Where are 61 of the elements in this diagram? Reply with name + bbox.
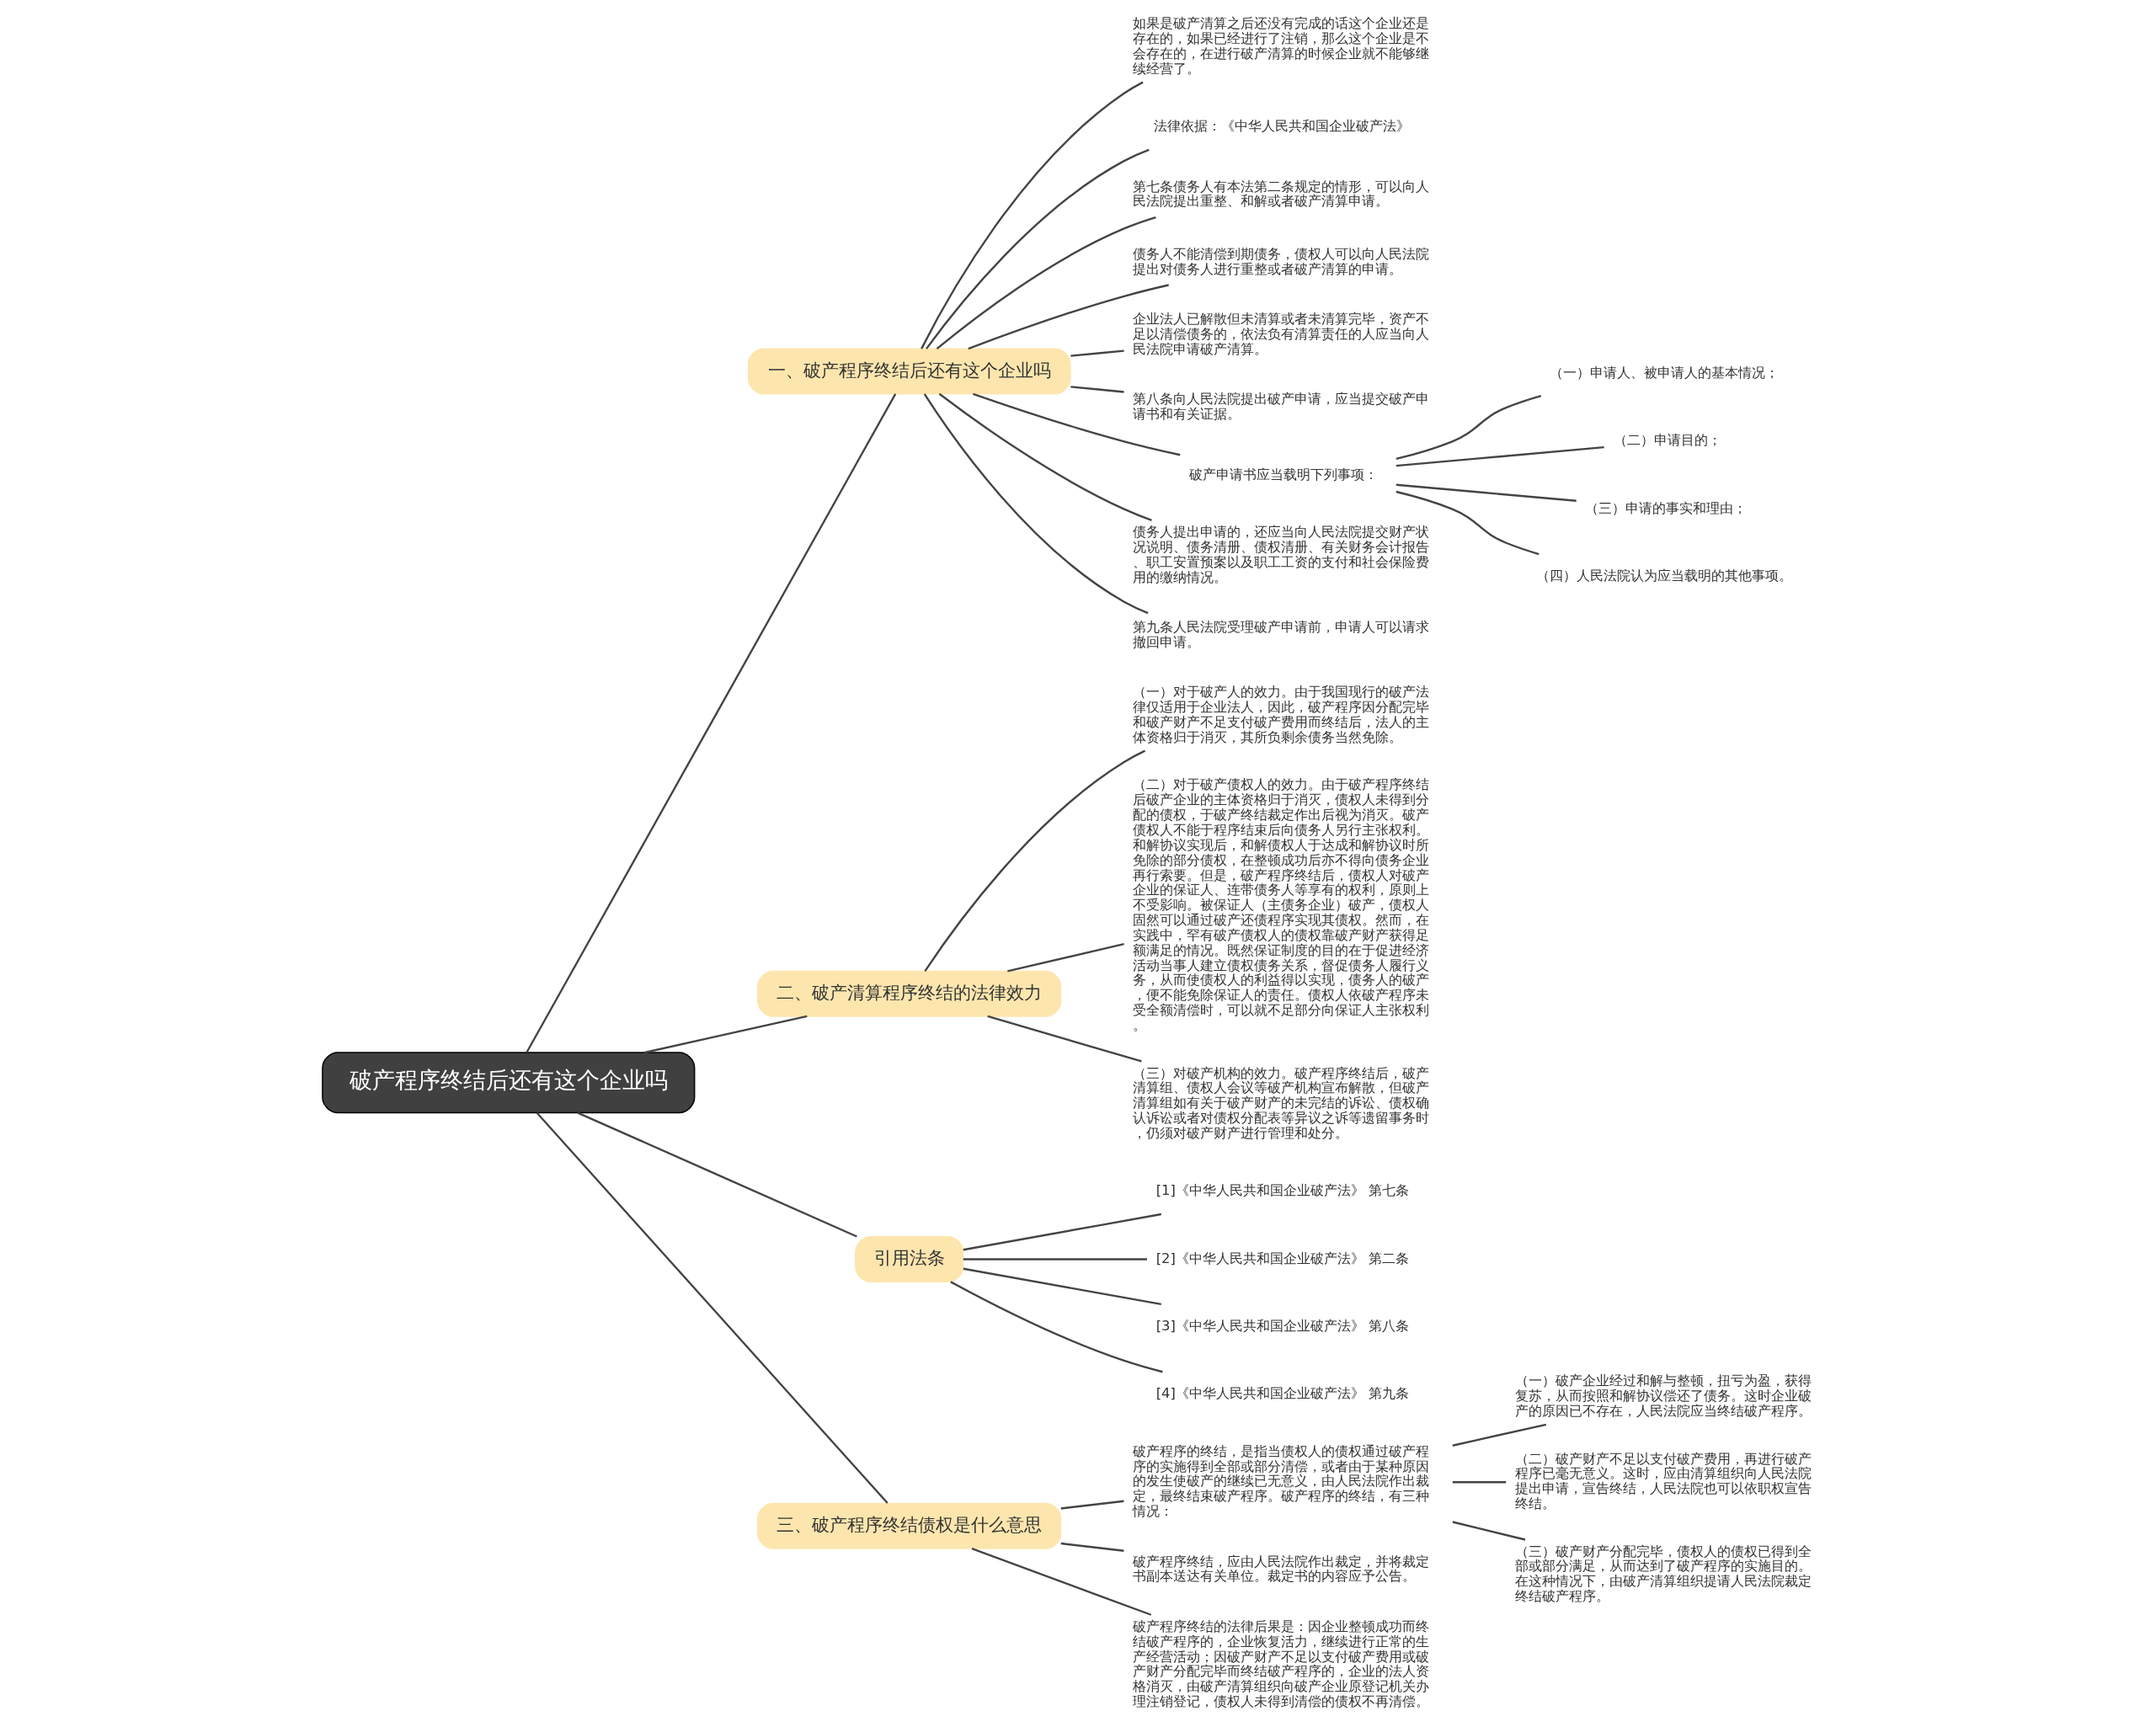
- node-text: 如果是破产清算之后还没有完成的话这个企业还是存在的，如果已经进行了注销，那么这个企业是不会存在的，在进行破产清算的时候企业就不能够继续经营了。: [1132, 15, 1429, 77]
- connector: [963, 1258, 1147, 1261]
- node-text: 破产申请书应当载明下列事项：: [1188, 466, 1378, 482]
- connector: [1452, 1481, 1506, 1484]
- connector: [925, 148, 1150, 349]
- node-text: 企业法人已解散但未清算或者未清算完毕，资产不足以清偿债务的，依法负有清算责任的人应当向人民法院申请破产清算。: [1132, 311, 1429, 357]
- node-text: 第八条向人民法院提出破产申请，应当提交破产申请书和有关证据。: [1132, 391, 1429, 423]
- connector: [972, 392, 1181, 456]
- node-text: （三）破产财产分配完毕，债权人的债权已得到全部或部分满足，从而达到了破产程序的实施目的。在这种情况下，由破产清算组织提请人民法院裁定终结破产程序。: [1514, 1543, 1812, 1605]
- node-text: （一）申请人、被申请人的基本情况；: [1549, 365, 1779, 381]
- node-text: （一）破产企业经过和解与整顿，扭亏为盈，获得复苏，从而按照和解协议偿还了债务。这时企业破产的原因已不存在，人民法院应当终结破产程序。: [1514, 1373, 1812, 1420]
- node-text: [1]《中华人民共和国企业破产法》 第七条: [1155, 1182, 1409, 1199]
- node-text: （二）破产财产不足以支付破产费用，再进行破产程序已毫无意义。这时，应由清算组织向人民法院提出申请，宣告终结，人民法院也可以依职权宣告终结。: [1514, 1450, 1812, 1512]
- node-text: 破产程序终结，应由人民法院作出裁定，并将裁定书副本送达有关单位。裁定书的内容应予公告。: [1132, 1553, 1429, 1585]
- node-text: 第七条债务人有本法第二条规定的情形，可以向人民法院提出重整、和解或者破产清算申请。: [1132, 178, 1429, 210]
- connector: [963, 1267, 1161, 1306]
- connector: [920, 81, 1144, 349]
- node-text: [4]《中华人民共和国企业破产法》 第九条: [1155, 1385, 1409, 1402]
- node-text: 第九条人民法院受理破产申请前，申请人可以请求撤回申请。: [1132, 619, 1429, 650]
- connector: [1006, 943, 1124, 973]
- node-text: 破产程序的终结，是指当债权人的债权通过破产程序的实施得到全部或部分清偿，或者由于某种原因的发生使破产的继续已无意义，由人民法院作出裁定，最终结束破产程序。破产程序的终结，有三种情况：: [1132, 1442, 1429, 1520]
- connector: [1396, 483, 1577, 502]
- node-text: 债务人不能清偿到期债务，债权人可以向人民法院提出对债务人进行重整或者破产清算的申请。: [1132, 245, 1429, 277]
- connector: [643, 1015, 808, 1054]
- node-text: （三）对破产机构的效力。破产程序终结后，破产清算组、债权人会议等破产机构宣布解散，但破产清算组如有关于破产财产的未完结的诉讼、债权确认诉讼或者对债权分配表等异议之诉等遗留事务时，仍须对破产财产进行管理和处分。: [1132, 1064, 1429, 1141]
- node-box: 一、破产程序终结后还有这个企业吗: [747, 348, 1071, 395]
- connector: [577, 1111, 857, 1238]
- node-text: [3]《中华人民共和国企业破产法》 第八条: [1155, 1317, 1409, 1334]
- connector: [1070, 349, 1124, 357]
- node-text: 债务人提出申请的，还应当向人民法院提交财产状况说明、债务清册、债权清册、有关财务会计报告、职工安置预案以及职工工资的支付和社会保险费用的缴纳情况。: [1132, 524, 1429, 585]
- connector: [1070, 386, 1124, 393]
- node-text: （一）对于破产人的效力。由于我国现行的破产法律仅适用于企业法人，因此，破产程序因分配完毕和破产财产不足支付破产费用而终结后，法人的主体资格归于消灭，其所负剩余债务当然免除。: [1132, 684, 1429, 745]
- connector: [1452, 1423, 1546, 1447]
- connector: [1396, 395, 1541, 461]
- connector: [949, 1281, 1163, 1373]
- connector: [963, 1213, 1161, 1251]
- node-text: 破产程序终结的法律后果是：因企业整顿成功而终结破产程序的，企业恢复活力，继续进行正常的生产经营活动；因破产财产不足以支付破产费用或破产财产分配完毕而终结破产程序的，企业的法人资格消灭，由破产清算组织向破产企业原登记机关办理注销登记，债权人未得到清偿的债权不再清偿。: [1132, 1618, 1429, 1710]
- node-text: （三）申请的事实和理由；: [1584, 499, 1747, 516]
- node-box: 二、破产清算程序终结的法律效力: [756, 970, 1061, 1017]
- node-text: （二）申请目的；: [1613, 432, 1721, 449]
- connector: [1060, 1500, 1124, 1510]
- connector: [936, 216, 1156, 350]
- node-box: 引用法条: [854, 1235, 963, 1282]
- connector: [967, 284, 1169, 350]
- node-text: 法律依据：《中华人民共和国企业破产法》: [1153, 118, 1410, 135]
- connector: [923, 393, 1148, 615]
- connector: [525, 393, 896, 1053]
- connector: [986, 1015, 1142, 1063]
- node-text: （四）人民法院认为应当载明的其他事项。: [1535, 568, 1792, 584]
- node-box: 三、破产程序终结债权是什么意思: [756, 1502, 1061, 1549]
- connector: [1396, 446, 1604, 467]
- connector: [536, 1111, 889, 1504]
- connector: [1452, 1521, 1525, 1541]
- connector: [938, 392, 1152, 522]
- connector: [1396, 490, 1540, 556]
- node-text: [2]《中华人民共和国企业破产法》 第二条: [1155, 1250, 1409, 1266]
- connector: [923, 749, 1145, 972]
- node-text: （二）对于破产债权人的效力。由于破产程序终结后破产企业的主体资格归于消灭，债权人未得到分配的债权，于破产终结裁定作出后视为消灭。破产债权人不能于程序结束后向债务人另行主张权利。和解协议实现后，和解债权人于达成和解协议时所免除的部分债权，在整顿成功后亦不得向债务企业再行索要。但是，破产程序终结后，债权人对破产企业的保证人、连带债务人等享有的权利，原则上不受影响。被保证人（主债务企业）破产，债权人固然可以通过破产还债程序实现其债权。然而，在实践中，罕有破产债权人的债权靠破产财产获得足额满足的情况。既然保证制度的目的在于促进经济活动当事人建立债权债务关系，督促债务人履行义务，从而使债权人的利益得以实现，债务人的破产，便不能免除保证人的责任。债权人依破产程序未受全额清偿时，可以就不足部分向保证人主张权利。: [1132, 776, 1429, 1034]
- connector: [1060, 1542, 1124, 1552]
- connector: [971, 1548, 1151, 1616]
- node-box: 破产程序终结后还有这个企业吗: [321, 1052, 695, 1114]
